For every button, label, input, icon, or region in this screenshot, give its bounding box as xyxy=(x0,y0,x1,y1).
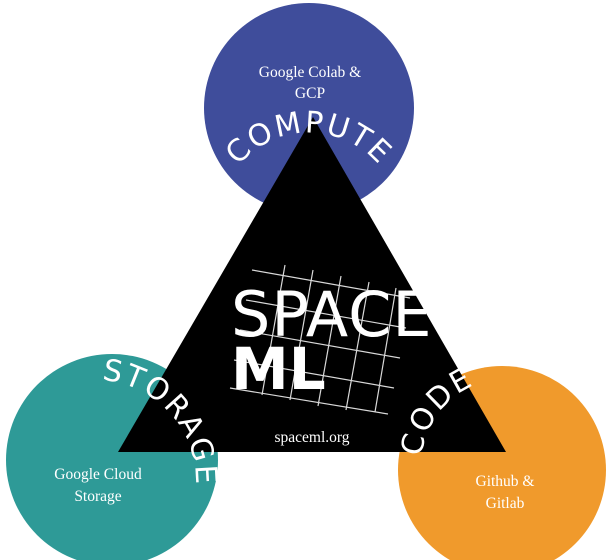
storage-tools-line2: Storage xyxy=(74,488,121,505)
logo-space-text: SPACE xyxy=(231,278,433,351)
website-url: spaceml.org xyxy=(274,429,349,446)
compute-tools-line1: Google Colab & xyxy=(259,64,361,81)
code-tools-line1: Github & xyxy=(476,473,535,490)
center-triangle xyxy=(118,117,506,452)
logo-ml-text: ML xyxy=(231,335,326,403)
compute-circle xyxy=(204,3,414,213)
code-tools-line2: Gitlab xyxy=(486,495,525,512)
compute-tools-line2: GCP xyxy=(295,85,325,102)
logo-grid-lines xyxy=(229,264,411,415)
storage-tools-line1: Google Cloud xyxy=(54,466,142,483)
